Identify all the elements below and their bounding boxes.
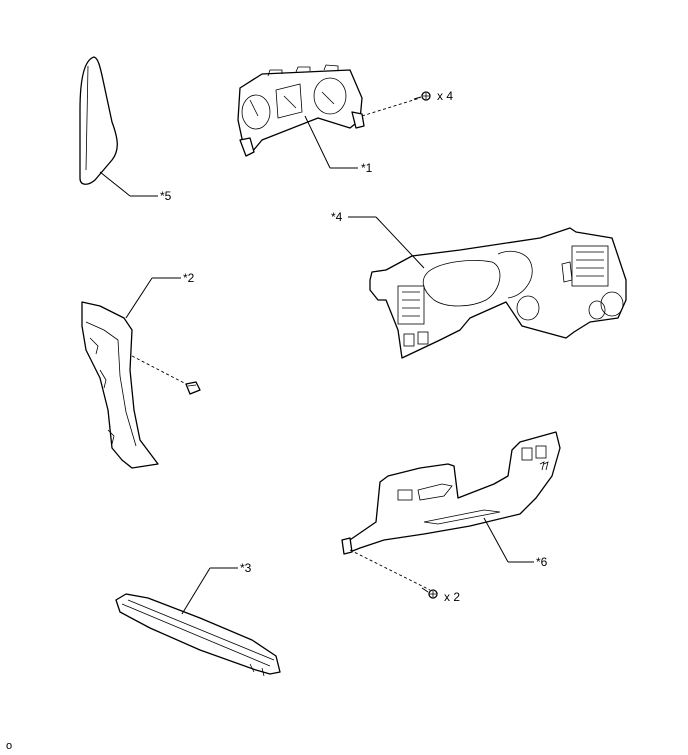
figure-code: o [6,740,12,752]
part-6-lower-instrument-panel [341,431,561,555]
part-3-scuff-plate [115,593,281,677]
screw-icon [421,587,438,599]
screw-icon [413,91,431,101]
part-5-side-cover [79,56,118,185]
screw-path-part-1 [361,97,421,117]
leader-line-part-6 [483,517,509,563]
leader-line-part-5 [99,171,131,197]
label-part-4: *4 [331,210,343,224]
label-part-1: *1 [361,161,373,175]
label-part-5: *5 [160,189,172,203]
screw-qty-part-6: x 2 [444,590,460,604]
clip-icon [185,381,201,395]
leader-line-part-1 [304,115,331,169]
label-part-3: *3 [240,561,252,575]
clip-path-part-2 [131,355,191,387]
part-1-combination-meter [237,64,365,157]
screw-qty-part-1: x 4 [437,89,453,103]
label-part-6: *6 [536,555,548,569]
screw-path-part-6 [349,549,431,591]
part-4-cluster-finish-panel [369,227,627,359]
label-part-2: *2 [183,271,195,285]
leader-line-part-3 [181,567,211,615]
leader-line-part-2 [125,277,153,319]
part-2-pillar-trim [81,301,159,469]
leader-line-part-4 [375,216,425,269]
